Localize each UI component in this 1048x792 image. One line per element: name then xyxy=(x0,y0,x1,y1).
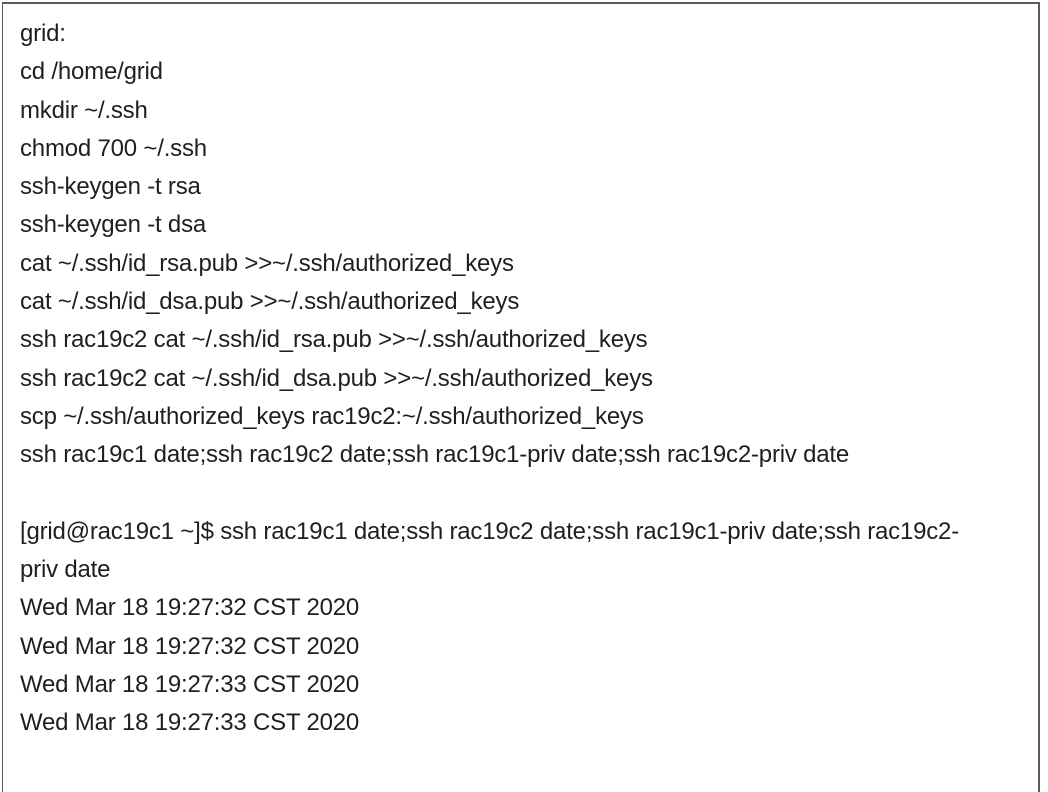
code-line: cat ~/.ssh/id_rsa.pub >>~/.ssh/authorize… xyxy=(20,249,514,277)
code-line: ssh-keygen -t rsa xyxy=(20,173,201,201)
code-line: ssh rac19c2 cat ~/.ssh/id_rsa.pub >>~/.s… xyxy=(20,326,648,354)
code-line: ssh-keygen -t dsa xyxy=(20,211,207,239)
code-line: chmod 700 ~/.ssh xyxy=(20,134,207,162)
code-line: Wed Mar 18 19:27:33 CST 2020 xyxy=(20,709,360,737)
code-line: Wed Mar 18 19:27:33 CST 2020 xyxy=(20,671,360,699)
code-block-lines: grid: cd /home/grid mkdir ~/.ssh chmod 700 … xyxy=(20,15,1030,743)
code-line: Wed Mar 18 19:27:32 CST 2020 xyxy=(20,632,360,660)
code-line: cat ~/.ssh/id_dsa.pub >>~/.ssh/authorize… xyxy=(20,288,520,316)
code-line: [grid@rac19c1 ~]$ ssh rac19c1 date;ssh r… xyxy=(20,517,959,545)
code-line: cd /home/grid xyxy=(20,58,163,86)
code-line: mkdir ~/.ssh xyxy=(20,96,148,124)
code-line: scp ~/.ssh/authorized_keys rac19c2:~/.ss… xyxy=(20,402,644,430)
code-line: grid: xyxy=(20,20,66,47)
code-line: priv date xyxy=(20,556,111,584)
code-line: ssh rac19c2 cat ~/.ssh/id_dsa.pub >>~/.s… xyxy=(20,364,653,392)
code-line: Wed Mar 18 19:27:32 CST 2020 xyxy=(20,594,360,622)
code-line: ssh rac19c1 date;ssh rac19c2 date;ssh ra… xyxy=(20,441,850,469)
code-line xyxy=(20,475,1030,513)
